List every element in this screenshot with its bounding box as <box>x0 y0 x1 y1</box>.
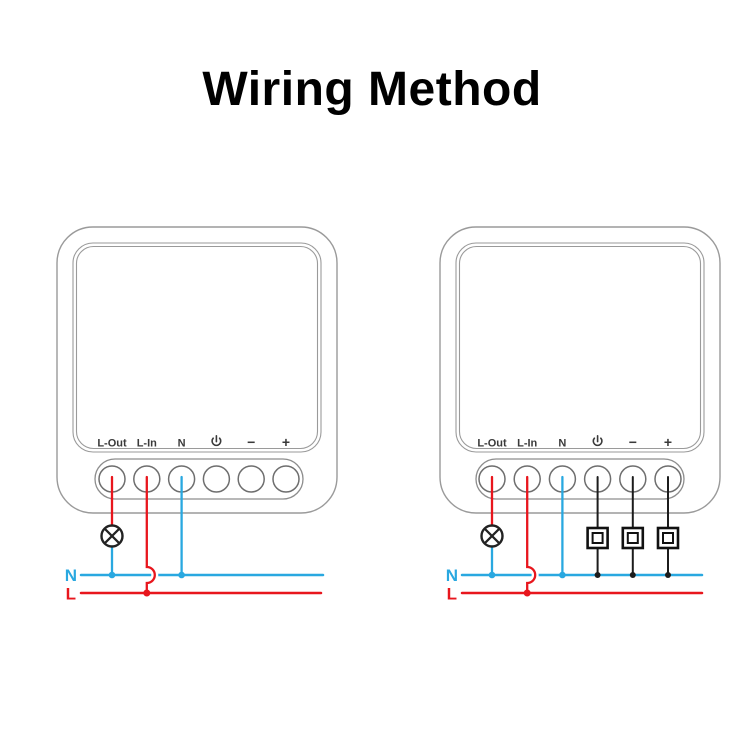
device-with-wall-buttons-wiring: L-Out L-In N − + N L <box>439 226 721 604</box>
terminal-labels: L-Out L-In N − + <box>477 434 672 450</box>
live-bus-label: L <box>447 585 457 604</box>
junction-dot-neutral <box>178 571 185 579</box>
junction-dot-neutral <box>559 571 566 579</box>
terminal-strip <box>475 458 685 500</box>
neutral-bus-label: N <box>446 566 458 585</box>
power-icon <box>211 435 222 447</box>
device-body <box>439 226 721 514</box>
terminal-label-plus: + <box>282 434 290 450</box>
device-outer-shell <box>439 226 721 514</box>
wiring <box>480 475 680 597</box>
device-outer-shell <box>56 226 338 514</box>
power-bus: N L <box>446 566 704 604</box>
terminal-hole-plus <box>272 465 300 493</box>
junction-dot-live <box>523 589 531 597</box>
junction-dot-plus-button <box>665 572 671 578</box>
terminal-strip <box>94 458 304 500</box>
device-basic-wiring: L-Out L-In N − + N L <box>56 226 338 604</box>
power-bus: N L <box>65 566 325 604</box>
push-button-switch-icon <box>621 526 645 550</box>
junction-dot-lamp-neutral <box>488 571 496 579</box>
wiring <box>100 475 185 597</box>
device-body <box>56 226 338 514</box>
terminal-label-l-in: L-In <box>137 438 157 450</box>
device-face-outer-line <box>72 242 322 453</box>
l-in-to-live-wire <box>145 475 156 595</box>
terminal-hole-minus <box>237 465 265 493</box>
device-face-inner-line <box>458 245 702 450</box>
device-face-outer-line <box>455 242 705 453</box>
l-in-to-live-wire <box>526 475 537 595</box>
push-button-switch-icon <box>586 526 609 550</box>
terminal-label-minus: − <box>629 434 637 450</box>
terminal-label-n: N <box>178 438 186 450</box>
page-title: Wiring Method <box>202 63 542 116</box>
neutral-bus-label: N <box>65 566 77 585</box>
junction-dot-power-button <box>594 572 601 578</box>
junction-dot-live <box>143 589 151 597</box>
live-bus-label: L <box>66 585 76 604</box>
terminal-label-minus: − <box>247 434 255 450</box>
terminal-label-l-out: L-Out <box>97 438 127 450</box>
device-face-inner-line <box>75 245 319 450</box>
lamp-icon <box>480 524 504 548</box>
lamp-icon <box>100 524 124 548</box>
terminal-hole-power <box>202 465 231 493</box>
terminal-label-n: N <box>558 438 566 450</box>
push-button-switch-icon <box>656 526 680 550</box>
junction-dot-lamp-neutral <box>108 571 116 579</box>
power-icon <box>592 435 603 447</box>
terminal-label-l-out: L-Out <box>477 438 507 450</box>
terminal-label-l-in: L-In <box>517 438 537 450</box>
terminal-labels: L-Out L-In N − + <box>97 434 290 450</box>
junction-dot-minus-button <box>629 572 636 578</box>
terminal-label-plus: + <box>664 434 672 450</box>
